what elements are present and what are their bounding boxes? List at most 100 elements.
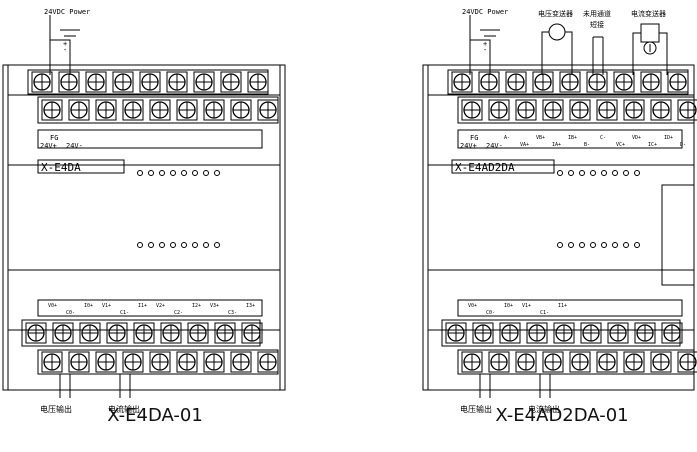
side-rail-right bbox=[279, 64, 286, 391]
status-led bbox=[601, 242, 607, 248]
terminal-screw bbox=[214, 322, 236, 344]
top-screw-row-lower bbox=[461, 99, 697, 121]
status-led bbox=[612, 170, 618, 176]
status-led bbox=[568, 170, 574, 176]
v24-minus-label: 24V- bbox=[486, 142, 503, 150]
voltage-transmitter-symbol bbox=[548, 23, 566, 41]
status-led bbox=[203, 170, 209, 176]
bottom-screw-row-lower bbox=[461, 351, 697, 373]
terminal-screw bbox=[650, 351, 672, 373]
terminal-screw bbox=[68, 351, 90, 373]
terminal-screw bbox=[542, 99, 564, 121]
bottom-label-strip bbox=[457, 299, 683, 317]
terminal-screw bbox=[559, 71, 581, 93]
channel-label: VC+ bbox=[616, 142, 625, 148]
channel-label: V2+ bbox=[156, 303, 165, 309]
terminal-screw bbox=[230, 351, 252, 373]
terminal-screw bbox=[241, 322, 263, 344]
status-led bbox=[203, 242, 209, 248]
terminal-screw bbox=[650, 99, 672, 121]
terminal-screw bbox=[445, 322, 467, 344]
status-led bbox=[634, 242, 640, 248]
terminal-screw bbox=[451, 71, 473, 93]
terminal-screw bbox=[505, 71, 527, 93]
terminal-screw bbox=[203, 351, 225, 373]
model-box bbox=[451, 159, 555, 174]
terminal-screw bbox=[586, 71, 608, 93]
terminal-screw bbox=[488, 99, 510, 121]
fg-label: FG bbox=[50, 134, 58, 142]
status-led-row-upper bbox=[557, 170, 640, 176]
channel-label: I0+ bbox=[84, 303, 93, 309]
terminal-screw bbox=[613, 71, 635, 93]
terminal-screw bbox=[472, 322, 494, 344]
terminal-screw bbox=[52, 322, 74, 344]
terminal-screw bbox=[607, 322, 629, 344]
channel-label: IB+ bbox=[568, 135, 577, 141]
terminal-screw bbox=[166, 71, 188, 93]
channel-label: I3+ bbox=[246, 303, 255, 309]
channel-label: V1+ bbox=[522, 303, 531, 309]
terminal-screw bbox=[230, 99, 252, 121]
channel-label: IC+ bbox=[648, 142, 657, 148]
module-caption-2: X-E4AD2DA-01 bbox=[495, 405, 629, 426]
channel-label: V0+ bbox=[48, 303, 57, 309]
status-led bbox=[590, 242, 596, 248]
v24-plus-label: 24V+ bbox=[460, 142, 477, 150]
terminal-screw bbox=[25, 322, 47, 344]
bottom-screw-row-upper bbox=[445, 322, 683, 344]
channel-label: IA+ bbox=[552, 142, 561, 148]
model-text: X-E4DA bbox=[41, 161, 81, 174]
terminal-screw bbox=[247, 71, 269, 93]
top-screw-row bbox=[451, 71, 689, 93]
module-caption-1: X-E4DA-01 bbox=[107, 405, 203, 426]
status-led bbox=[181, 170, 187, 176]
terminal-screw bbox=[661, 322, 683, 344]
terminal-screw bbox=[95, 351, 117, 373]
bottom-channel-labels: V0+C0-I0+V1+C1-I1+V2+C2-I2+V3+C3-I3+ bbox=[48, 303, 255, 316]
status-led bbox=[148, 242, 154, 248]
status-led bbox=[623, 170, 629, 176]
channel-label: C1- bbox=[540, 310, 549, 316]
status-led bbox=[601, 170, 607, 176]
terminal-screw bbox=[461, 99, 483, 121]
bottom-screw-row-upper bbox=[25, 322, 263, 344]
side-rail-left bbox=[422, 64, 429, 391]
power-minus: - bbox=[63, 46, 67, 54]
module-x-e4ad2da bbox=[422, 15, 695, 398]
v24-plus-label: 24V+ bbox=[40, 142, 57, 150]
terminal-screw bbox=[95, 99, 117, 121]
terminal-screw bbox=[257, 99, 279, 121]
channel-label: A- bbox=[504, 135, 510, 141]
terminal-screw bbox=[149, 99, 171, 121]
channel-label: V1+ bbox=[102, 303, 111, 309]
status-led bbox=[181, 242, 187, 248]
status-led bbox=[214, 170, 220, 176]
channel-label: B- bbox=[584, 142, 590, 148]
channel-label: I1+ bbox=[558, 303, 567, 309]
terminal-screw bbox=[596, 351, 618, 373]
side-connector bbox=[661, 184, 695, 286]
channel-label: C3- bbox=[228, 310, 237, 316]
terminal-screw bbox=[160, 322, 182, 344]
channel-label: V0+ bbox=[468, 303, 477, 309]
terminal-screw bbox=[68, 99, 90, 121]
status-led bbox=[579, 170, 585, 176]
status-led bbox=[557, 170, 563, 176]
status-led bbox=[214, 242, 220, 248]
voltage-transmitter-label: 电压变送器 bbox=[538, 9, 573, 18]
terminal-screw bbox=[133, 322, 155, 344]
terminal-screw bbox=[488, 351, 510, 373]
terminal-screw bbox=[122, 351, 144, 373]
status-led bbox=[568, 242, 574, 248]
status-led bbox=[579, 242, 585, 248]
terminal-screw bbox=[79, 322, 101, 344]
current-transmitter-frame bbox=[640, 23, 660, 43]
status-led bbox=[148, 170, 154, 176]
terminal-screw bbox=[41, 99, 63, 121]
terminal-screw bbox=[478, 71, 500, 93]
channel-label: V3+ bbox=[210, 303, 219, 309]
bottom-label-strip bbox=[37, 299, 263, 317]
status-led bbox=[623, 242, 629, 248]
channel-label: VB+ bbox=[536, 135, 545, 141]
